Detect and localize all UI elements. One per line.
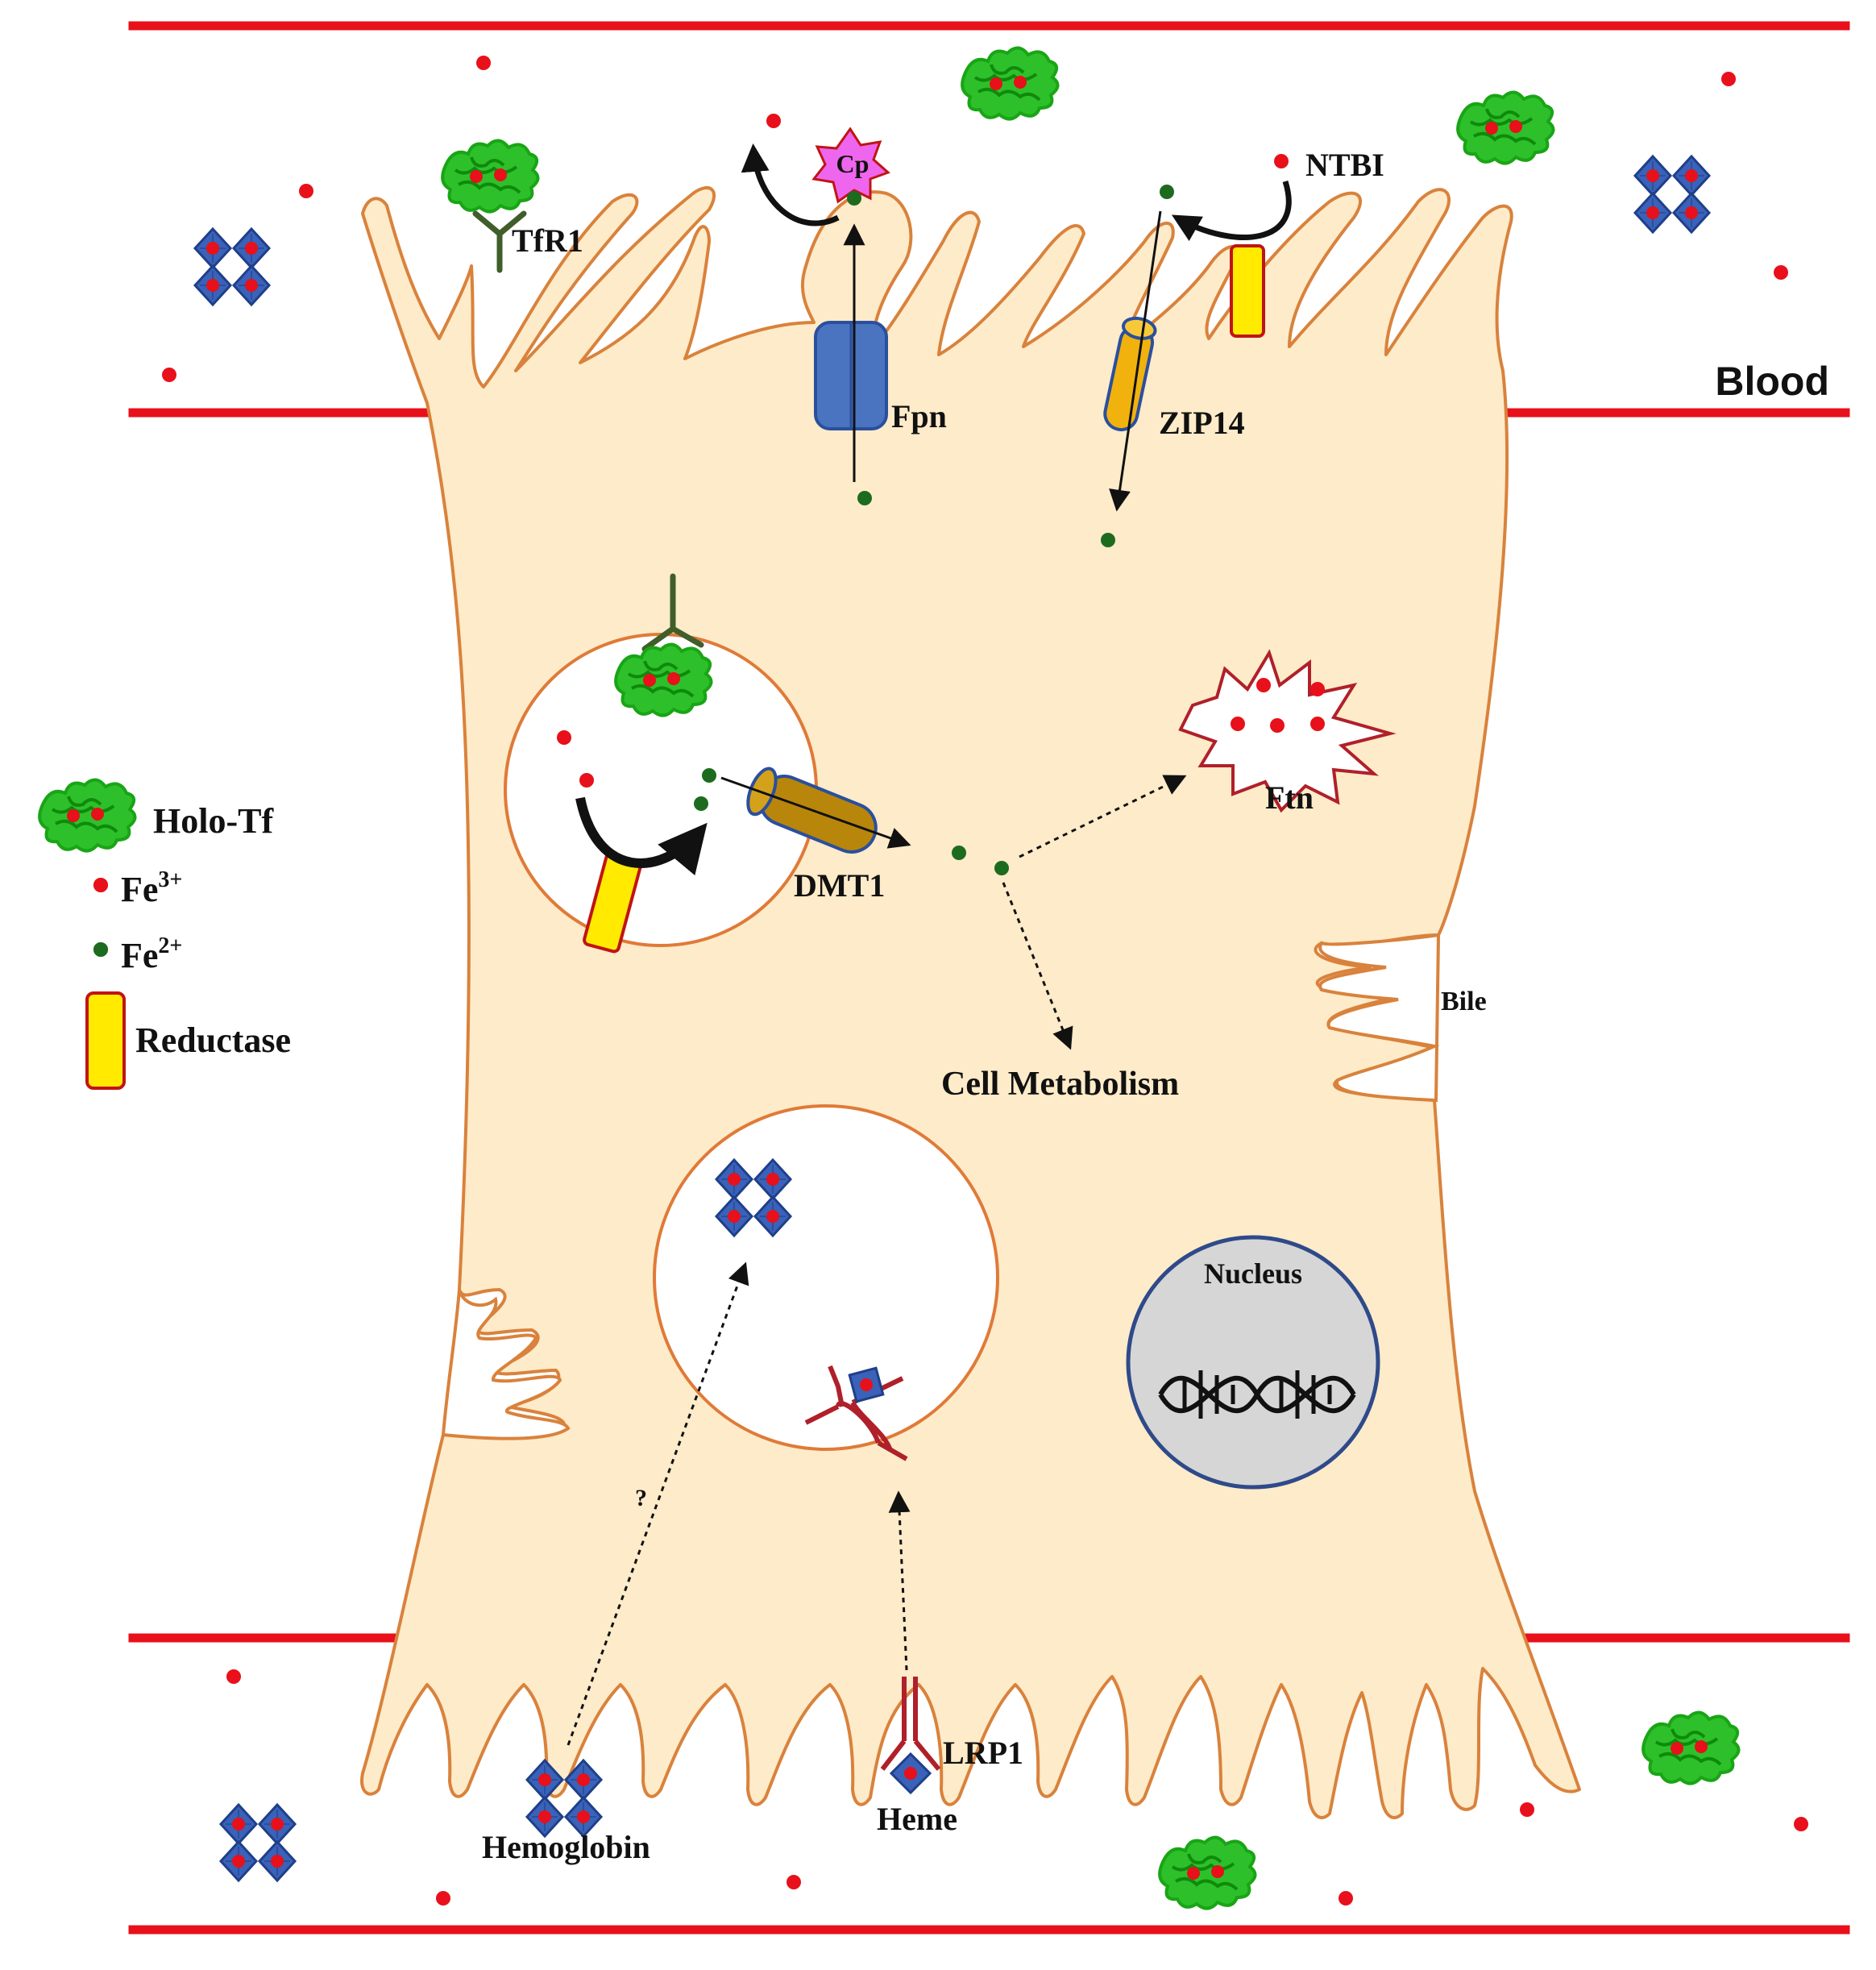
vessel-lines: [128, 21, 1850, 1935]
heme-icon: [890, 1752, 932, 1794]
legend: Holo-Tf Fe3+ Fe2+ Reductase: [85, 801, 291, 1090]
lrp1-receptor-internal: [804, 1357, 908, 1461]
cp-label: Cp: [836, 149, 870, 178]
tfr1-receptor: [441, 139, 540, 273]
holo-transferrin-icon: [441, 139, 540, 214]
legend-fe3-dot: [93, 878, 108, 892]
fpn-transporter: [814, 321, 888, 430]
lysosome: [653, 1104, 999, 1451]
labels: Blood TfR1 Fpn ZIP14 NTBI DMT1 Ftn Cell …: [482, 147, 1829, 1865]
ntbi-label: NTBI: [1305, 147, 1384, 183]
blood-label: Blood: [1715, 359, 1829, 404]
hemoglobin-icon: [219, 1803, 297, 1882]
nucleus: [1126, 1235, 1380, 1490]
holo-transferrin-icon: [1642, 1710, 1741, 1785]
bile-canaliculus: [1318, 933, 1441, 1103]
cell-metabolism-label: Cell Metabolism: [941, 1066, 1179, 1103]
dna-icon: [1158, 1370, 1356, 1419]
ferritin-icon: [1178, 649, 1397, 813]
ceruloplasmin: Cp: [811, 127, 890, 204]
canaliculus-left: [441, 1289, 571, 1440]
legend-reductase: Reductase: [135, 1020, 291, 1060]
question-mark: ?: [635, 1485, 647, 1511]
hemoglobin-label: Hemoglobin: [482, 1829, 650, 1865]
legend-fe2: Fe2+: [121, 933, 182, 975]
heme-label: Heme: [877, 1801, 957, 1837]
hemoglobin-icon: [193, 227, 271, 306]
holo-transferrin-icon: [1456, 90, 1555, 165]
lrp1-label: LRP1: [943, 1735, 1023, 1771]
dmt1-label: DMT1: [794, 867, 885, 904]
legend-fe3: Fe3+: [121, 867, 182, 909]
legend-fe2-dot: [93, 942, 108, 957]
zip14-label: ZIP14: [1159, 405, 1245, 441]
holo-transferrin-icon: [1158, 1835, 1257, 1910]
ftn-label: Ftn: [1265, 779, 1314, 816]
flux-arrows: [567, 143, 1292, 1746]
reductase-icon: [1230, 244, 1265, 338]
hemoglobin-icon: [1633, 155, 1711, 234]
holo-transferrin-icon: [38, 778, 137, 853]
tfr1-label: TfR1: [512, 222, 583, 259]
nucleus-label: Nucleus: [1204, 1257, 1302, 1290]
legend-holo-tf: Holo-Tf: [153, 801, 274, 841]
endosome-tf-receptor: [614, 573, 713, 717]
fpn-label: Fpn: [891, 398, 947, 434]
lrp1-receptor: [880, 1677, 941, 1794]
holo-transferrin-icon: [961, 46, 1060, 121]
bile-label: Bile: [1441, 987, 1487, 1016]
legend-reductase-icon: [85, 991, 126, 1090]
holo-transferrin-icon: [614, 642, 713, 717]
